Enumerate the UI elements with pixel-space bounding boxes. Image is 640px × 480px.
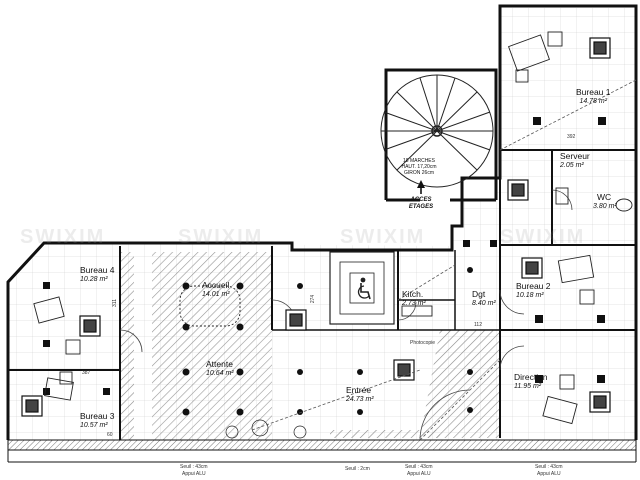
threshold-label: Seuil : 43cm xyxy=(535,464,563,470)
room-label: Entrée 24.73 m² xyxy=(346,386,374,404)
room-area: 24.73 m² xyxy=(346,396,374,403)
stair-note: 18 MARCHES HAUT. 17,20cm GIRON 26cm xyxy=(397,158,441,176)
dimension-label: 112 xyxy=(474,322,482,328)
room-label: Dgt 8.40 m² xyxy=(472,290,496,308)
plants xyxy=(225,419,307,439)
room-name: WC xyxy=(597,192,612,202)
watermark: SWIXIM xyxy=(340,226,426,248)
room-name: Bureau 1 xyxy=(576,87,611,97)
walls xyxy=(6,4,638,440)
floor-access-line: ETAGES xyxy=(408,204,434,210)
room-name: Bureau 2 xyxy=(516,281,551,291)
room-area: 11.95 m² xyxy=(514,383,542,390)
sill-label: Appui ALU xyxy=(407,471,431,477)
room-label: Bureau 4 10.28 m² xyxy=(80,266,115,284)
dimension-label: 387 xyxy=(82,370,91,376)
room-area: 14.78 m² xyxy=(579,98,608,105)
spiral-staircase xyxy=(380,74,494,188)
vent-grilles xyxy=(21,37,611,417)
room-label: Accueil 14.01 m² xyxy=(202,281,230,299)
room-name: Attente xyxy=(206,359,233,369)
room-area: 2.73 m² xyxy=(402,300,426,307)
room-name: Bureau 4 xyxy=(80,265,115,275)
furniture xyxy=(33,31,595,425)
room-area: 3.80 m² xyxy=(593,203,617,210)
dimension-label: 311 xyxy=(111,299,118,307)
cable-runs xyxy=(251,79,637,441)
room-name: Serveur xyxy=(560,151,590,161)
floor-access-line: ACCES xyxy=(410,197,432,203)
watermark: SWIXIM xyxy=(20,226,106,248)
room-label: Kitch. 2.73 m² xyxy=(402,290,426,308)
threshold-label: Seuil : 43cm xyxy=(405,464,433,470)
room-label: Bureau 2 10.18 m² xyxy=(516,282,551,300)
facade-sill xyxy=(7,439,637,463)
floor-access-label: ACCES ETAGES xyxy=(401,197,441,211)
room-label: Bureau 1 14.78 m² xyxy=(576,88,611,106)
room-label: Attente 10.64 m² xyxy=(206,360,234,378)
room-label: Serveur 2.05 m² xyxy=(560,152,590,170)
room-area: 10.18 m² xyxy=(516,292,544,299)
room-name: Entrée xyxy=(346,385,372,395)
room-name: Bureau 3 xyxy=(80,411,115,421)
stair-note-line: 18 MARCHES xyxy=(403,158,435,164)
wheelchair-icon xyxy=(357,277,371,300)
room-label: Direction 11.95 m² xyxy=(514,373,548,391)
annotation-label: Photocopie xyxy=(410,340,436,346)
hatched-zones xyxy=(120,252,500,440)
door-swings xyxy=(119,189,573,441)
dimension-label: 392 xyxy=(567,134,576,140)
room-name: Kitch. xyxy=(402,289,424,299)
threshold-label: Seuil : 2cm xyxy=(345,466,370,472)
room-name: Dgt xyxy=(472,289,486,299)
room-label: WC 3.80 m² xyxy=(593,193,617,211)
room-area: 10.57 m² xyxy=(80,422,108,429)
sill-label: Appui ALU xyxy=(182,471,206,477)
room-label: Bureau 3 10.57 m² xyxy=(80,412,115,430)
dimension-label: 274 xyxy=(310,294,317,304)
up-arrow-icon xyxy=(417,180,425,194)
room-area: 8.40 m² xyxy=(472,300,496,307)
stair-note-line: HAUT. 17,20cm xyxy=(401,164,437,170)
threshold-label: Seuil : 43cm xyxy=(180,464,208,470)
wc-fixtures xyxy=(401,187,633,317)
watermark: SWIXIM xyxy=(178,226,264,248)
accessible-zone xyxy=(329,251,395,325)
room-area: 10.28 m² xyxy=(80,276,108,283)
room-area: 14.01 m² xyxy=(202,291,230,298)
room-area: 10.64 m² xyxy=(206,370,234,377)
room-name: Direction xyxy=(514,372,548,382)
dimension-label: 60 xyxy=(107,432,113,438)
floor-boxes xyxy=(43,117,606,395)
sill-label: Appui ALU xyxy=(537,471,561,477)
room-name: Accueil xyxy=(202,280,230,290)
stair-note-line: GIRON 26cm xyxy=(403,170,434,176)
watermark: SWIXIM xyxy=(500,226,586,248)
room-area: 2.05 m² xyxy=(560,162,584,169)
